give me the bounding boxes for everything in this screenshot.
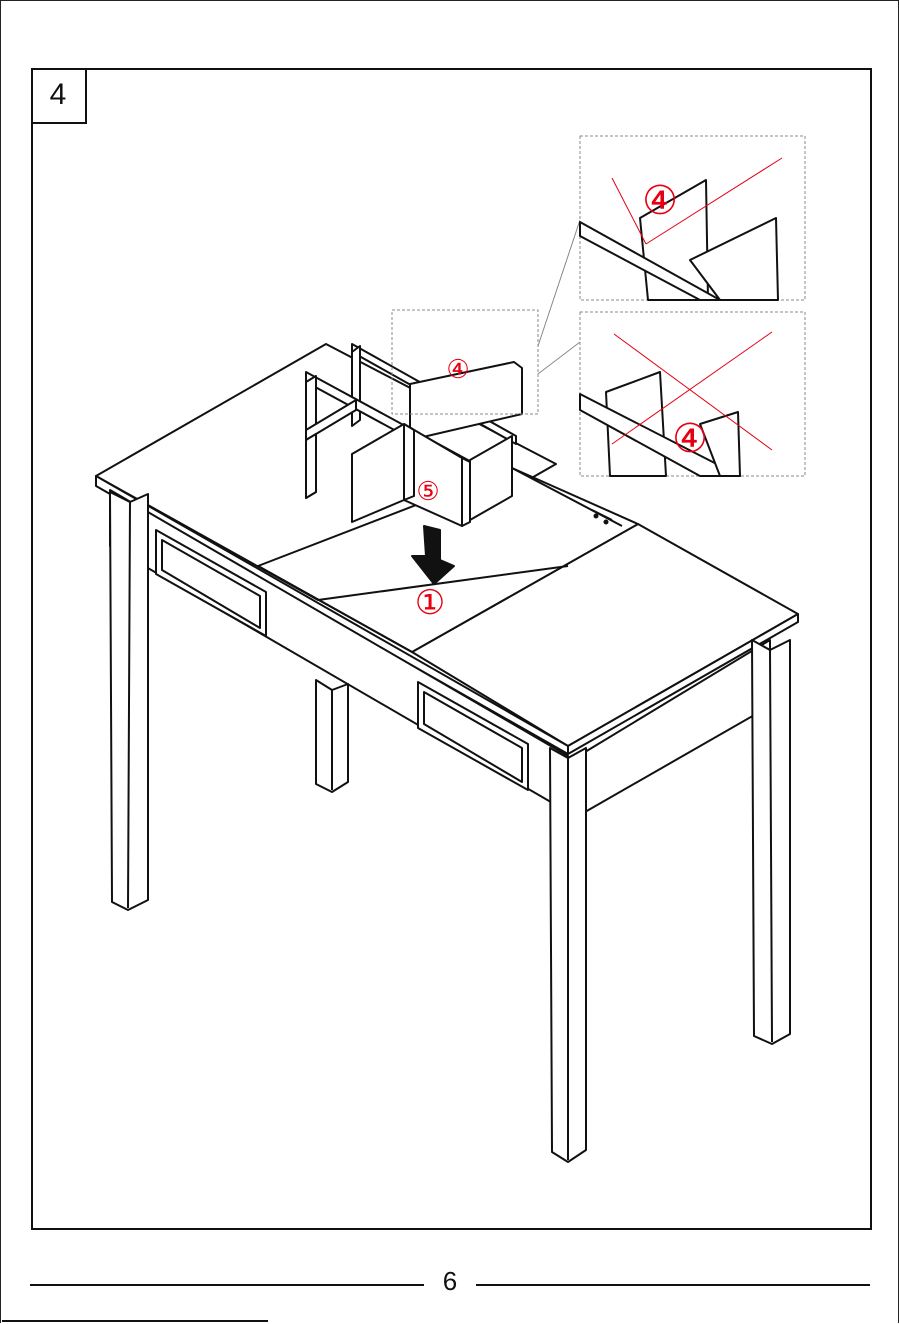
footer-rule-left: [30, 1284, 424, 1286]
page-number: 6: [430, 1266, 470, 1297]
callout-part-1: ①: [415, 584, 445, 622]
callout-detail-top-part-4: ④: [642, 179, 678, 223]
callout-part-4: ④: [446, 354, 469, 384]
footer-rule-right: [476, 1284, 870, 1286]
bottom-edge-rule: [2, 1320, 268, 1322]
callout-detail-bottom-part-4: ④: [672, 417, 708, 461]
callout-part-5: ⑤: [416, 476, 439, 506]
